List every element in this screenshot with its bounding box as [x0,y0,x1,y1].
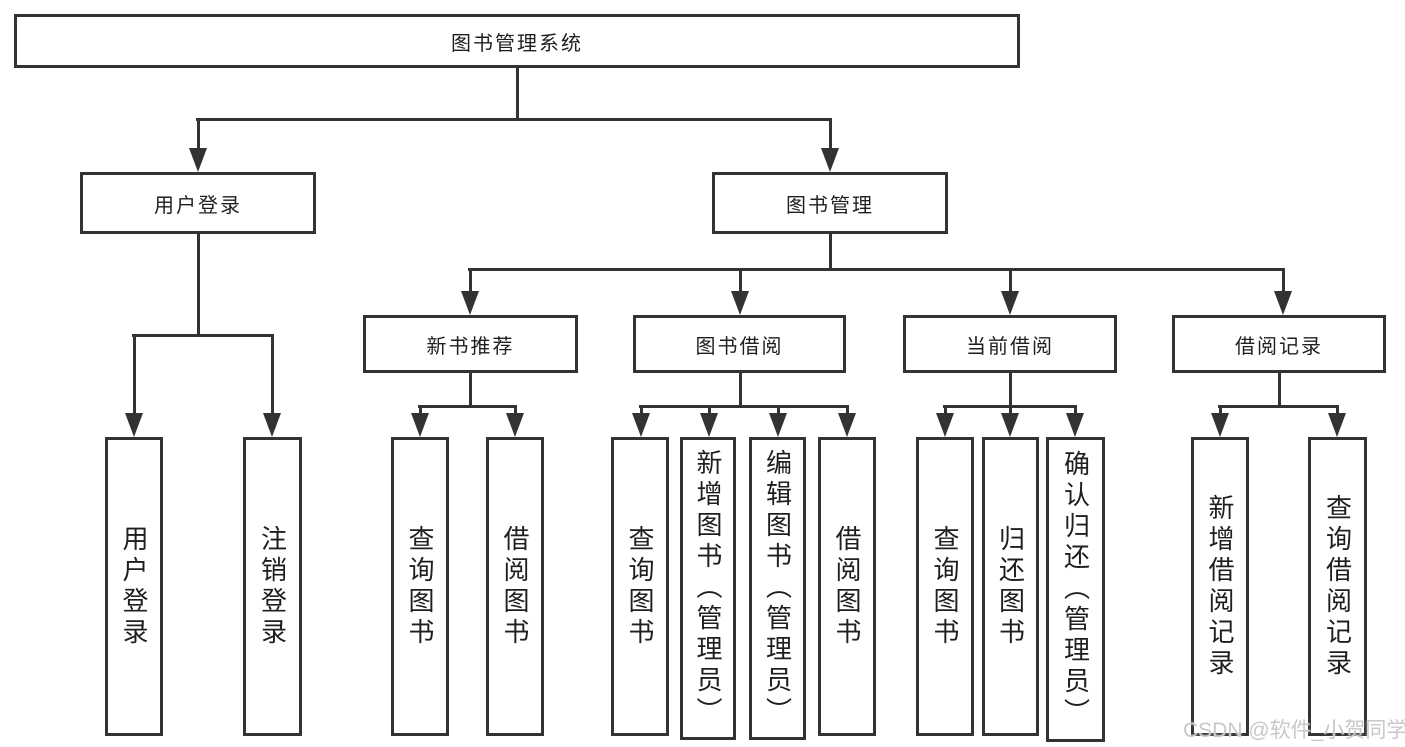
arrowhead-down-icon [1001,413,1019,437]
connector-line-horizontal [468,267,1285,271]
node-book-management-label: 图书管理 [786,194,874,217]
connector-line-vertical [196,234,200,337]
node-root-label: 图书管理系统 [451,32,583,55]
arrowhead-down-icon [263,413,281,437]
connector-line-vertical [468,269,472,302]
arrowhead-down-icon [838,413,856,437]
leaf-logout: 注销登录 [243,437,302,736]
leaf-borrow-book-1-label: 借阅图书 [500,524,530,649]
arrowhead-down-icon [411,413,429,437]
node-user-login-label: 用户登录 [154,194,242,217]
leaf-query-book-3-label: 查询图书 [930,524,960,649]
connector-line-horizontal [132,333,274,337]
node-new-book-recommend-label: 新书推荐 [426,335,515,358]
connector-line-horizontal [1218,404,1339,408]
arrowhead-down-icon [731,291,749,315]
arrowhead-down-icon [1211,413,1229,437]
connector-line-vertical [1008,269,1012,302]
connector-line-vertical [1277,373,1281,407]
arrowhead-down-icon [1328,413,1346,437]
csdn-watermark: CSDN @软件_小贺同学 [1183,719,1405,742]
node-book-borrow: 图书借阅 [633,315,846,373]
leaf-borrow-book-1: 借阅图书 [486,437,544,736]
connector-line-vertical [1008,373,1012,407]
leaf-query-book-1-label: 查询图书 [405,524,435,649]
node-user-login: 用户登录 [80,172,316,234]
leaf-borrow-book-2-label: 借阅图书 [832,524,862,649]
connector-line-vertical [1281,269,1285,302]
node-root-system: 图书管理系统 [14,14,1020,68]
connector-line-horizontal [418,404,517,408]
leaf-query-book-3: 查询图书 [916,437,974,736]
connector-line-vertical [828,119,832,160]
leaf-add-book-admin: 新增图书（管理员） [680,437,736,740]
arrowhead-down-icon [125,413,143,437]
arrowhead-down-icon [821,148,839,172]
leaf-edit-book-admin: 编辑图书（管理员） [749,437,806,740]
arrowhead-down-icon [1001,291,1019,315]
arrowhead-down-icon [461,291,479,315]
leaf-query-book-2: 查询图书 [611,437,669,736]
arrowhead-down-icon [1274,291,1292,315]
leaf-logout-label: 注销登录 [257,524,288,649]
leaf-add-borrow-record-label: 新增借阅记录 [1205,493,1235,680]
connector-line-vertical [196,119,200,160]
leaf-borrow-book-2: 借阅图书 [818,437,876,736]
connector-line-vertical [270,335,274,424]
node-new-book-recommend: 新书推荐 [363,315,578,373]
node-book-borrow-label: 图书借阅 [695,335,784,358]
arrowhead-down-icon [506,413,524,437]
connector-line-vertical [132,335,136,424]
arrowhead-down-icon [1066,413,1084,437]
arrowhead-down-icon [936,413,954,437]
connector-line-vertical [515,68,519,121]
node-borrow-records: 借阅记录 [1172,315,1386,373]
leaf-query-borrow-record-label: 查询借阅记录 [1322,493,1353,680]
connector-line-horizontal [943,404,1077,408]
leaf-confirm-return-admin: 确认归还（管理员） [1046,437,1105,742]
arrowhead-down-icon [189,148,207,172]
connector-line-vertical [468,373,472,407]
connector-line-horizontal [196,117,832,121]
node-borrow-records-label: 借阅记录 [1235,335,1323,358]
leaf-user-login-label: 用户登录 [119,524,149,649]
arrowhead-down-icon [632,413,650,437]
node-current-borrow: 当前借阅 [903,315,1117,373]
leaf-user-login: 用户登录 [105,437,163,736]
node-current-borrow-label: 当前借阅 [966,335,1054,358]
leaf-add-book-admin-label: 新增图书（管理员） [693,449,723,728]
connector-line-horizontal [639,404,849,408]
leaf-return-book: 归还图书 [982,437,1039,736]
leaf-query-borrow-record: 查询借阅记录 [1308,437,1367,736]
connector-line-vertical [828,234,832,271]
arrowhead-down-icon [769,413,787,437]
leaf-return-book-label: 归还图书 [995,524,1026,649]
leaf-confirm-return-admin-label: 确认归还（管理员） [1060,450,1091,729]
connector-line-vertical [738,373,742,407]
leaf-query-book-2-label: 查询图书 [625,524,655,649]
connector-line-vertical [738,269,742,302]
leaf-query-book-1: 查询图书 [391,437,449,736]
leaf-edit-book-admin-label: 编辑图书（管理员） [762,449,793,728]
leaf-add-borrow-record: 新增借阅记录 [1191,437,1249,736]
arrowhead-down-icon [700,413,718,437]
node-book-management: 图书管理 [712,172,948,234]
